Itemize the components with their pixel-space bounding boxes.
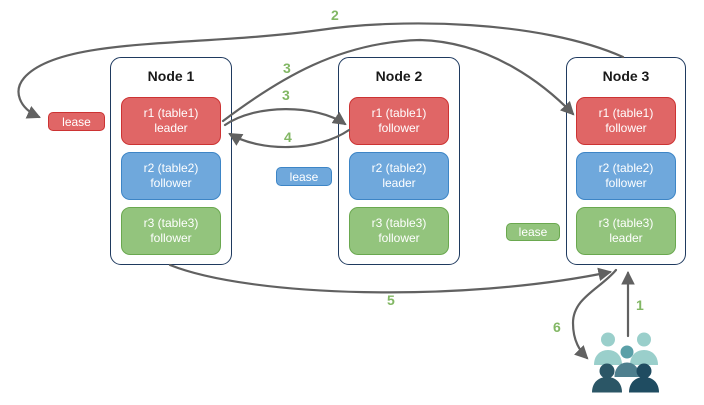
replica-role: leader — [382, 176, 416, 190]
node-3-replica-r3: r3 (table3) leader — [576, 207, 676, 255]
node-3-replica-r2: r2 (table2) follower — [576, 152, 676, 200]
replica-role: follower — [378, 121, 420, 135]
replica-name: r3 (table3) — [598, 216, 654, 230]
replica-role: follower — [605, 121, 647, 135]
node-1-replica-r2: r2 (table2) follower — [121, 152, 221, 200]
node-1-replica-r1: r1 (table1) leader — [121, 97, 221, 145]
replica-name: r1 (table1) — [371, 106, 427, 120]
step-label-3-to-node3: 3 — [283, 60, 291, 76]
replica-name: r1 (table1) — [598, 106, 654, 120]
node-1-title: Node 1 — [147, 68, 195, 84]
step-label-4: 4 — [284, 129, 292, 145]
replica-name: r3 (table3) — [143, 216, 199, 230]
node-2-box: Node 2 r1 (table1) follower r2 (table2) … — [338, 57, 460, 265]
replica-role: follower — [605, 176, 647, 190]
node-2-replica-r2: r2 (table2) leader — [349, 152, 449, 200]
node-2-replica-r1: r1 (table1) follower — [349, 97, 449, 145]
step-label-6: 6 — [553, 319, 561, 335]
lease-badge-r3: lease — [506, 223, 560, 241]
replica-name: r2 (table2) — [371, 161, 427, 175]
node-1-replica-r3: r3 (table3) follower — [121, 207, 221, 255]
node-3-title: Node 3 — [602, 68, 650, 84]
users-group-icon — [592, 332, 659, 393]
lease-badge-r1: lease — [48, 112, 105, 131]
node-2-title: Node 2 — [375, 68, 423, 84]
replica-role: leader — [609, 231, 643, 245]
step-label-1: 1 — [636, 297, 644, 313]
replica-role: follower — [150, 176, 192, 190]
replica-name: r1 (table1) — [143, 106, 199, 120]
replica-role: leader — [154, 121, 188, 135]
replica-name: r2 (table2) — [143, 161, 199, 175]
replica-name: r2 (table2) — [598, 161, 654, 175]
node-3-box: Node 3 r1 (table1) follower r2 (table2) … — [566, 57, 686, 265]
replica-role: follower — [150, 231, 192, 245]
step-label-5: 5 — [387, 292, 395, 308]
lease-badge-r2: lease — [276, 167, 332, 186]
arrow-step-3-to-node2 — [223, 108, 347, 127]
node-1-box: Node 1 r1 (table1) leader r2 (table2) fo… — [110, 57, 232, 265]
arrow-step-5 — [168, 263, 613, 294]
replica-name: r3 (table3) — [371, 216, 427, 230]
step-label-2: 2 — [331, 7, 339, 23]
node-3-replica-r1: r1 (table1) follower — [576, 97, 676, 145]
step-label-3-to-node2: 3 — [282, 87, 290, 103]
node-2-replica-r3: r3 (table3) follower — [349, 207, 449, 255]
replica-role: follower — [378, 231, 420, 245]
